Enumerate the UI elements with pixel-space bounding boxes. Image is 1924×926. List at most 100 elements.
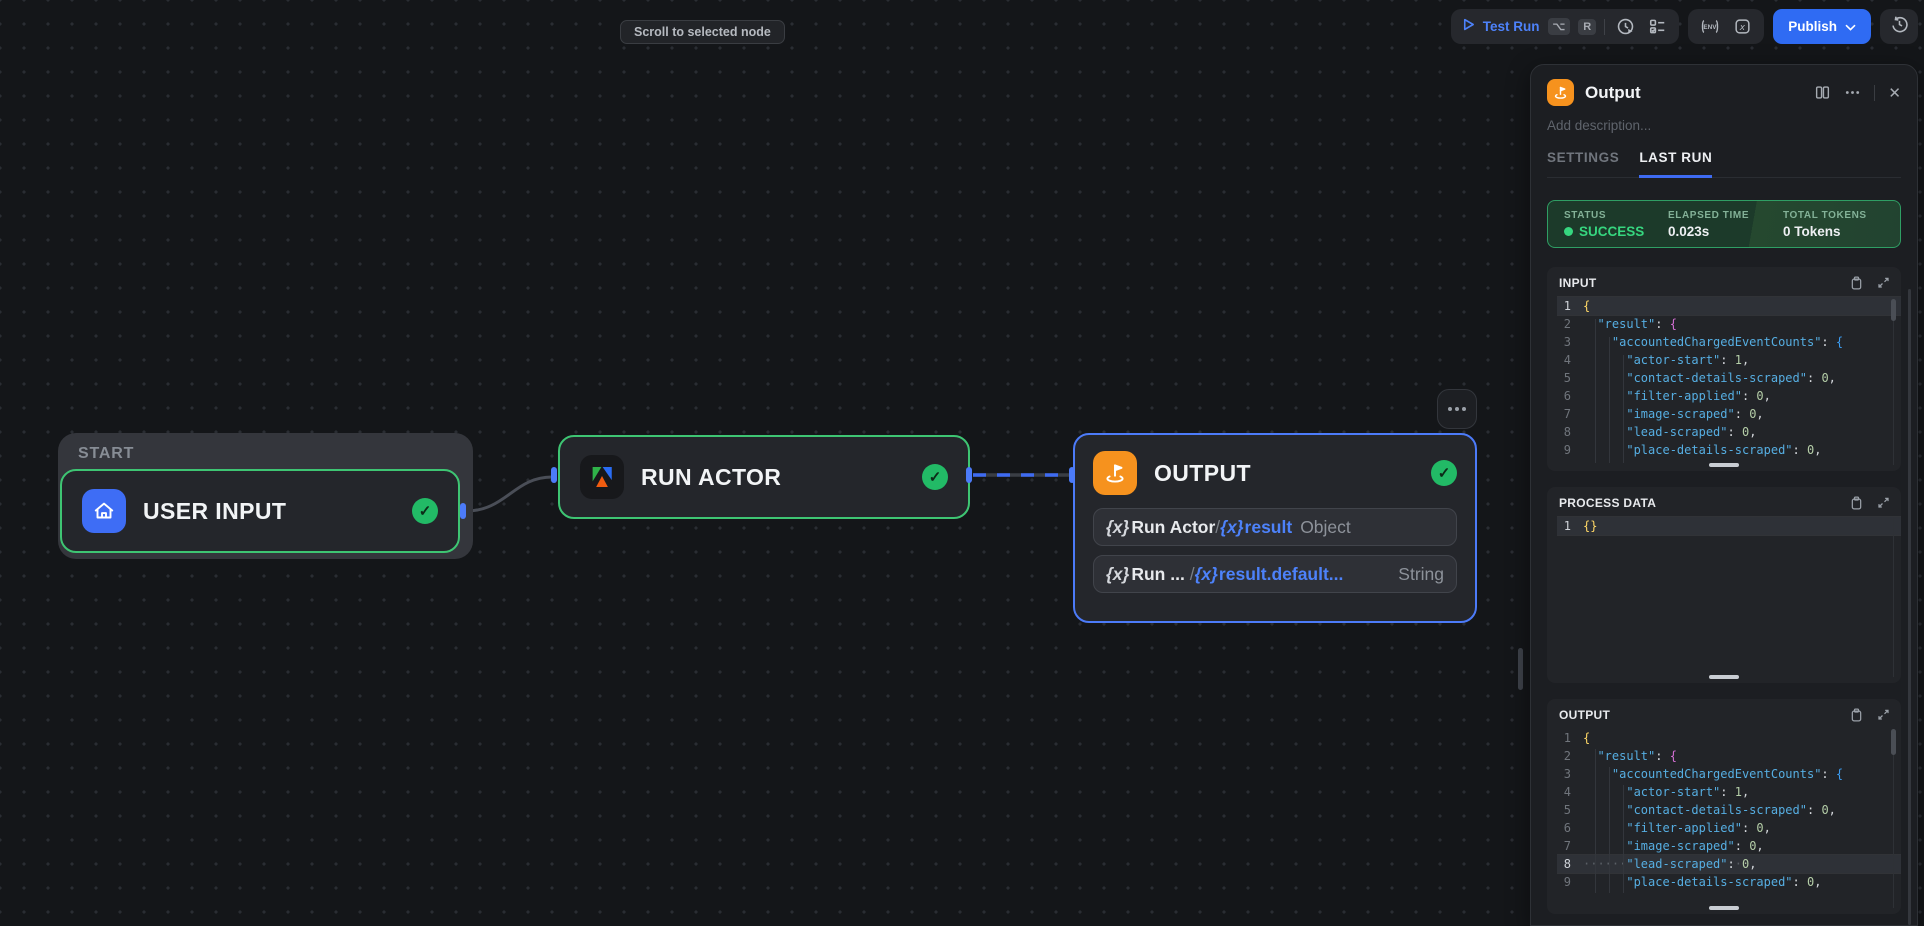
handle-runactor-out[interactable] [966, 467, 972, 483]
indent-guide [1609, 767, 1610, 893]
split-view-icon[interactable] [1814, 84, 1831, 101]
line-number: 3 [1563, 335, 1571, 349]
panel-actions: ✕ [1814, 84, 1901, 102]
code-line: 4 "actor-start": 1, [1557, 351, 1901, 369]
scrollbar-track [1893, 297, 1894, 465]
history-icon [1890, 15, 1909, 39]
line-number: 7 [1563, 839, 1571, 853]
mapping-token: Run ... [1131, 563, 1185, 584]
tab-last-run[interactable]: LAST RUN [1639, 150, 1713, 178]
section-header: OUTPUT [1547, 699, 1901, 727]
output-mapping-row[interactable]: {x}Run ... /{x}result.default...String [1093, 555, 1457, 593]
node-title: OUTPUT [1154, 459, 1251, 486]
chevron-down-icon [1845, 19, 1856, 34]
run-controls-group: Test Run ⌥ R [1450, 9, 1680, 44]
line-number: 2 [1563, 749, 1571, 763]
vertical-scrollbar-thumb[interactable] [1891, 299, 1896, 321]
section-label: INPUT [1559, 276, 1597, 290]
panel-header: Output ✕ [1531, 65, 1917, 106]
line-number: 6 [1563, 821, 1571, 835]
code-line: 7 "image-scraped": 0, [1557, 837, 1901, 855]
handle-userinput-out[interactable] [460, 503, 466, 519]
panel-scrollbar-thumb[interactable] [1908, 289, 1911, 925]
env-variables-icon[interactable]: ENV [1698, 15, 1722, 39]
line-number: 4 [1563, 353, 1571, 367]
mapping-token: Object [1300, 516, 1351, 537]
kbd-r: R [1578, 18, 1597, 35]
copy-icon[interactable] [1849, 495, 1864, 511]
tokens-column: TOTAL TOKENS 0 Tokens [1783, 210, 1867, 239]
expand-icon[interactable] [1876, 707, 1891, 723]
line-number: 9 [1563, 443, 1571, 457]
play-icon [1461, 17, 1476, 37]
close-icon[interactable]: ✕ [1888, 84, 1901, 102]
mapping-token: result [1244, 516, 1293, 537]
node-more-button[interactable] [1437, 389, 1477, 429]
code-line: 1{} [1557, 517, 1901, 535]
node-user-input[interactable]: USER INPUT ✓ [60, 469, 460, 553]
mapping-token: Run Actor [1131, 516, 1216, 537]
handle-output-in[interactable] [1069, 467, 1075, 483]
start-group-label: START [78, 445, 135, 462]
mapping-token: result.default... [1218, 563, 1344, 584]
indent-guide [1595, 749, 1596, 893]
run-options-icon[interactable] [1645, 15, 1669, 39]
line-number: 5 [1563, 371, 1571, 385]
output-code-editor[interactable]: 1{2 "result": {3 "accountedChargedEventC… [1547, 727, 1901, 891]
input-section: INPUT 1{2 "result": {3 "accountedCharge [1547, 267, 1901, 471]
publish-button[interactable]: Publish [1773, 9, 1871, 44]
mapping-token: String [1398, 563, 1444, 584]
horizontal-scrollbar-thumb[interactable] [1709, 463, 1739, 467]
line-number: 5 [1563, 803, 1571, 817]
status-column: STATUS SUCCESS [1564, 210, 1668, 239]
tokens-label: TOTAL TOKENS [1783, 209, 1867, 221]
indent-guide [1623, 785, 1624, 893]
horizontal-scrollbar-thumb[interactable] [1709, 906, 1739, 910]
run-status-card: STATUS SUCCESS ELAPSED TIME 0.023s TOTAL… [1547, 200, 1901, 248]
vertical-scrollbar-thumb[interactable] [1891, 729, 1896, 755]
variables-icon[interactable]: x [1730, 15, 1754, 39]
input-code-editor[interactable]: 1{2 "result": {3 "accountedChargedEventC… [1547, 295, 1901, 459]
history-button[interactable] [1880, 9, 1918, 44]
line-number: 8 [1563, 425, 1571, 439]
test-run-label: Test Run [1482, 19, 1540, 34]
edge-userinput-runactor [465, 475, 553, 513]
status-dot-icon [1564, 226, 1573, 236]
copy-icon[interactable] [1849, 707, 1864, 723]
flag-icon [1547, 79, 1574, 106]
tokens-value: 0 Tokens [1783, 223, 1841, 239]
code-line: 6 "filter-applied": 0, [1557, 819, 1901, 837]
process-data-code-editor[interactable]: 1{} [1547, 515, 1901, 535]
test-run-button[interactable]: Test Run [1461, 17, 1540, 37]
check-icon: ✓ [922, 464, 948, 490]
line-number: 8 [1563, 857, 1571, 871]
scrollbar-track [1893, 729, 1894, 908]
horizontal-scrollbar-thumb[interactable] [1709, 675, 1739, 679]
section-label: PROCESS DATA [1559, 496, 1657, 510]
toolbar-divider [1604, 18, 1606, 35]
expand-icon[interactable] [1876, 275, 1891, 291]
more-options-icon[interactable] [1844, 84, 1861, 101]
home-icon [82, 489, 126, 533]
section-header: INPUT [1547, 267, 1901, 295]
node-run-actor[interactable]: RUN ACTOR ✓ [558, 435, 970, 519]
node-title: RUN ACTOR [641, 463, 782, 490]
line-number: 1 [1563, 299, 1571, 313]
schedule-run-icon[interactable] [1613, 15, 1637, 39]
publish-label: Publish [1788, 19, 1837, 34]
handle-runactor-in[interactable] [551, 467, 557, 483]
panel-resize-handle[interactable] [1518, 648, 1523, 690]
process-data-section: PROCESS DATA 1{} [1547, 487, 1901, 683]
mapping-token: {x} [1106, 563, 1130, 584]
copy-icon[interactable] [1849, 275, 1864, 291]
panel-tabs: SETTINGS LAST RUN [1547, 150, 1901, 178]
tab-settings[interactable]: SETTINGS [1547, 150, 1620, 165]
scroll-to-node-tooltip: Scroll to selected node [620, 20, 785, 44]
check-icon: ✓ [1431, 460, 1457, 486]
expand-icon[interactable] [1876, 495, 1891, 511]
line-number: 2 [1563, 317, 1571, 331]
description-input[interactable]: Add description... [1547, 118, 1652, 133]
